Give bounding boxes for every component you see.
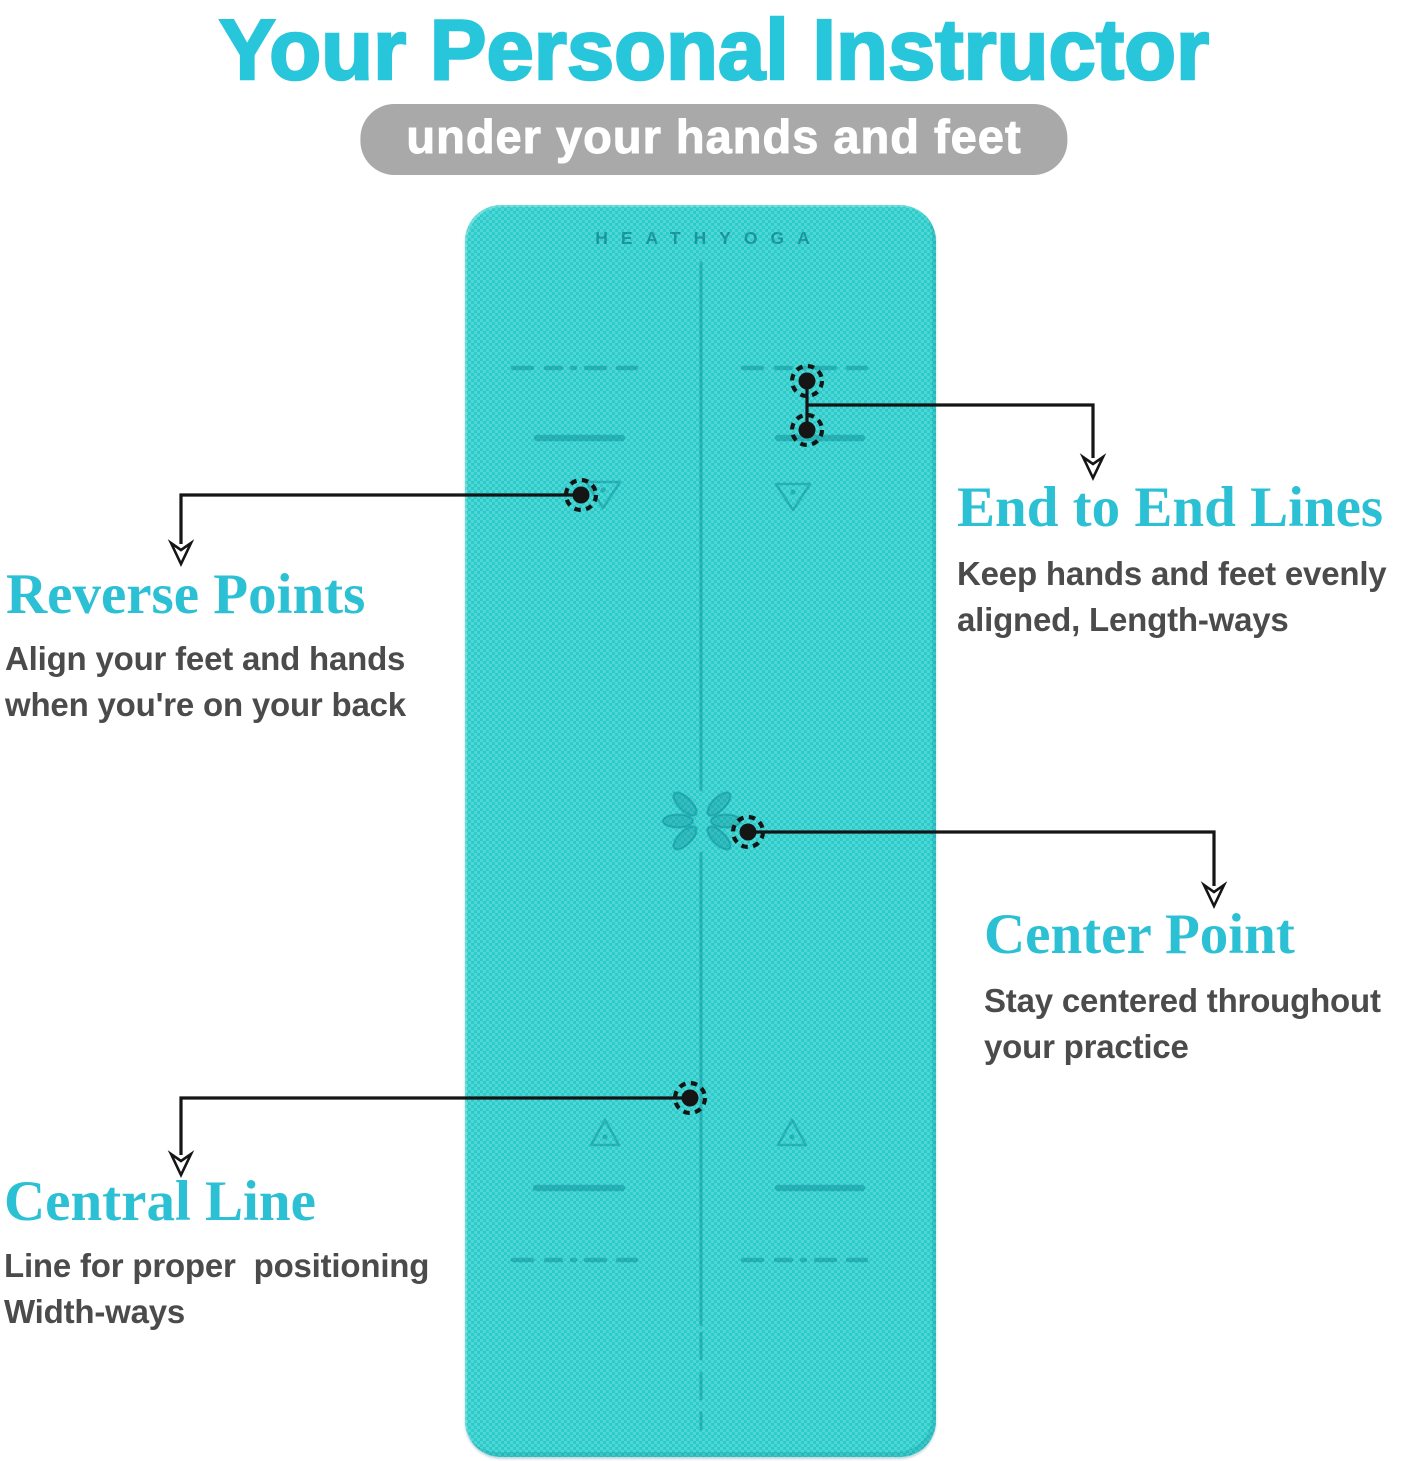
reverse-points-heading: Reverse Points [6,563,366,626]
brand-text: HEATHYOGA [595,228,823,248]
center-point-heading: Center Point [984,903,1295,966]
alignment-triangle-down-icon [584,480,812,512]
alignment-triangle-up-icon [589,1118,808,1147]
reverse-points-body: Align your feet and hands when you're on… [5,640,406,723]
page-title: Your Personal Instructor [218,2,1211,100]
end-to-end-lines-heading: End to End Lines [957,476,1384,539]
center-point-body: Stay centered throughout your practice [984,982,1381,1065]
center-flower-icon [662,791,742,851]
central-line-heading: Central Line [4,1170,316,1233]
central-line-body: Line for proper positioning Width-ways [4,1247,430,1330]
yoga-mat: HEATHYOGA [465,205,936,1457]
end-to-end-lines-body: Keep hands and feet evenly aligned, Leng… [957,555,1387,638]
mat-markings: HEATHYOGA [510,228,886,1431]
subtitle-pill: under your hands and feet [360,104,1068,175]
